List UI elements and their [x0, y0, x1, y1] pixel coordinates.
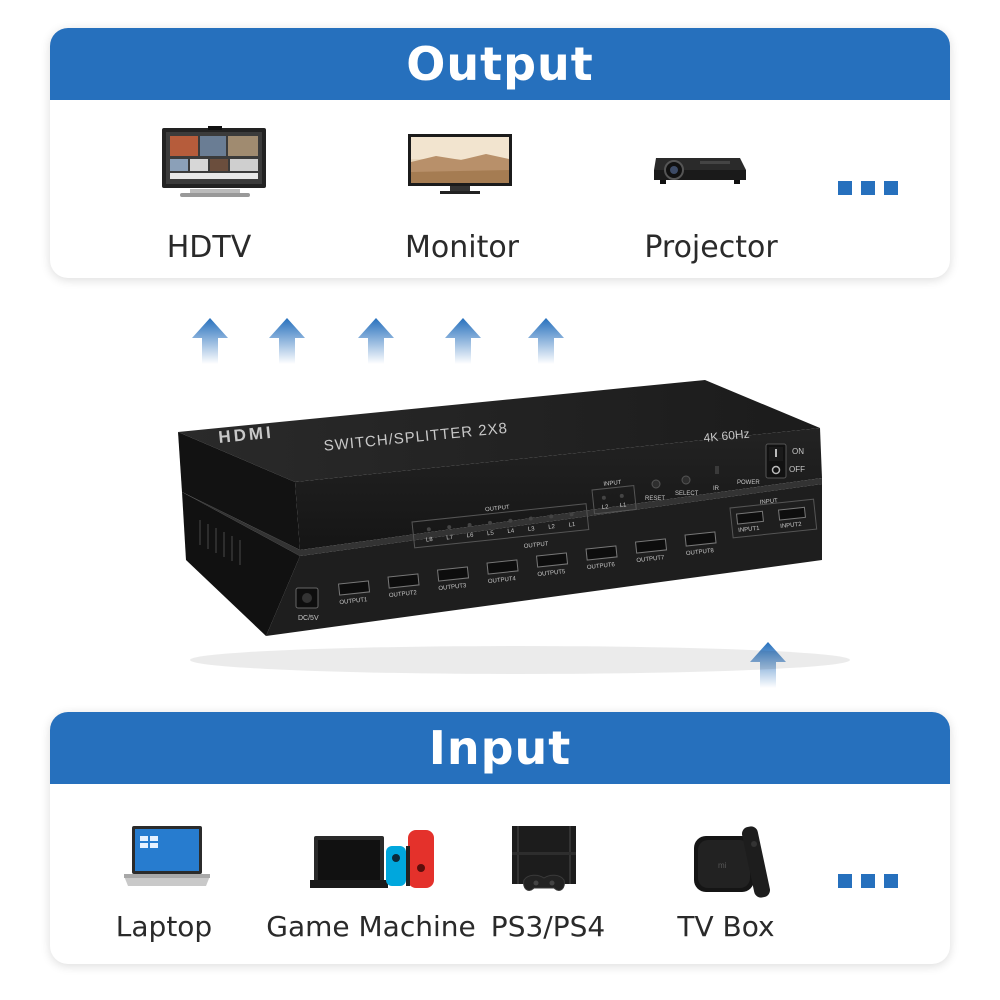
port-label: OUTPUT7	[636, 555, 665, 564]
led-label: L2	[548, 524, 556, 531]
select-label: SELECT	[675, 491, 699, 497]
port-label: OUTPUT6	[587, 562, 616, 571]
more-outputs-dots	[838, 181, 898, 195]
svg-text:mi: mi	[718, 861, 727, 870]
lower-unit-side	[182, 492, 300, 636]
output-group-label: OUTPUT	[485, 505, 510, 514]
up-arrow-icon	[528, 318, 564, 364]
hdmi-output-port[interactable]: OUTPUT3	[436, 566, 470, 592]
resolution-label: 4K 60Hz	[703, 427, 750, 445]
switch-off-label: OFF	[789, 465, 805, 474]
projector-icon	[654, 158, 746, 184]
input-header: Input	[50, 712, 950, 784]
rear-input-label: INPUT	[760, 498, 779, 506]
led-label: L5	[487, 530, 495, 537]
dc-power-jack[interactable]	[295, 587, 319, 609]
output-led-group: OUTPUT L8 L7 L6 L5 L4 L3 L2 L1	[411, 503, 590, 549]
up-arrow-icon	[269, 318, 305, 364]
more-inputs-dots	[838, 874, 898, 888]
status-led	[528, 516, 533, 521]
rear-output-label: OUTPUT	[524, 541, 549, 550]
port-label: OUTPUT2	[389, 590, 418, 599]
status-led	[426, 527, 431, 532]
brand-logo: HDMI	[218, 423, 275, 447]
led-label: L7	[446, 535, 454, 542]
ps3-ps4-label: PS3/PS4	[490, 910, 606, 943]
hdmi-output-port[interactable]: OUTPUT2	[387, 573, 420, 599]
status-led	[569, 512, 574, 517]
port-label: OUTPUT5	[537, 569, 566, 578]
hdmi-output-port[interactable]: OUTPUT4	[486, 559, 519, 585]
led-label: L3	[528, 526, 536, 533]
monitor-label: Monitor	[404, 230, 520, 265]
hdtv-icon	[162, 126, 266, 197]
reset-button[interactable]	[651, 479, 661, 489]
laptop-icon	[124, 826, 210, 886]
led-label: L8	[426, 537, 434, 544]
hdtv-label: HDTV	[166, 230, 252, 265]
tv-box-label: TV Box	[677, 910, 775, 943]
playstation-icon	[512, 826, 576, 891]
switch-on-label: ON	[792, 447, 804, 456]
up-arrow-icon	[358, 318, 394, 364]
power-label: POWER	[737, 480, 760, 486]
game-machine-label: Game Machine	[266, 910, 476, 943]
reset-label: RESET	[645, 496, 665, 502]
led-label: L4	[507, 528, 515, 535]
port-label: OUTPUT8	[686, 548, 715, 557]
led-label: L2	[602, 504, 610, 511]
port-label: OUTPUT4	[488, 576, 517, 585]
status-led	[467, 522, 472, 527]
input-title: Input	[428, 721, 572, 775]
status-led	[488, 520, 493, 525]
input-group-label: INPUT	[603, 480, 622, 488]
led-label: L1	[620, 502, 628, 509]
dot	[884, 181, 898, 195]
hdmi-output-port[interactable]: OUTPUT5	[535, 552, 569, 578]
dot	[838, 181, 852, 195]
output-header: Output	[50, 28, 950, 100]
port-label: INPUT2	[780, 522, 803, 530]
projector-label: Projector	[644, 230, 778, 265]
up-arrow-icon	[445, 318, 481, 364]
hdmi-output-port[interactable]: OUTPUT1	[337, 580, 371, 606]
select-button[interactable]	[681, 475, 691, 485]
hdmi-output-port[interactable]: OUTPUT8	[684, 531, 717, 557]
dot	[861, 181, 875, 195]
dot	[884, 874, 898, 888]
upper-unit-front	[295, 428, 822, 550]
output-title: Output	[406, 37, 594, 91]
led-label: L1	[568, 522, 576, 529]
upper-unit-top	[178, 380, 820, 482]
status-led	[549, 514, 554, 519]
port-label: OUTPUT3	[438, 583, 467, 592]
dc-label: DC/5V	[298, 615, 319, 622]
lower-unit-front	[266, 484, 822, 636]
up-arrow-icon	[192, 318, 228, 364]
status-led	[447, 525, 452, 530]
port-label: INPUT1	[738, 526, 761, 534]
power-switch[interactable]	[765, 443, 787, 479]
laptop-label: Laptop	[115, 910, 213, 943]
led-label: L6	[466, 533, 474, 540]
game-console-icon	[310, 830, 434, 888]
status-led	[508, 518, 513, 523]
model-name: SWITCH/SPLITTER 2X8	[323, 420, 509, 455]
hdmi-output-port[interactable]: OUTPUT7	[634, 538, 668, 564]
tv-box-icon: mi	[694, 826, 771, 898]
input-led-group: INPUT L2 L1	[591, 480, 637, 515]
dot	[861, 874, 875, 888]
upper-unit-side	[178, 432, 300, 550]
hdmi-input-port[interactable]: INPUT1	[735, 510, 765, 534]
port-label: OUTPUT1	[339, 597, 368, 606]
up-arrow-icon	[750, 642, 786, 688]
dot	[838, 874, 852, 888]
hdmi-output-port[interactable]: OUTPUT6	[585, 545, 618, 571]
hdmi-input-port[interactable]: INPUT2	[777, 506, 807, 530]
monitor-icon	[408, 134, 512, 194]
ir-label: IR	[713, 486, 720, 492]
